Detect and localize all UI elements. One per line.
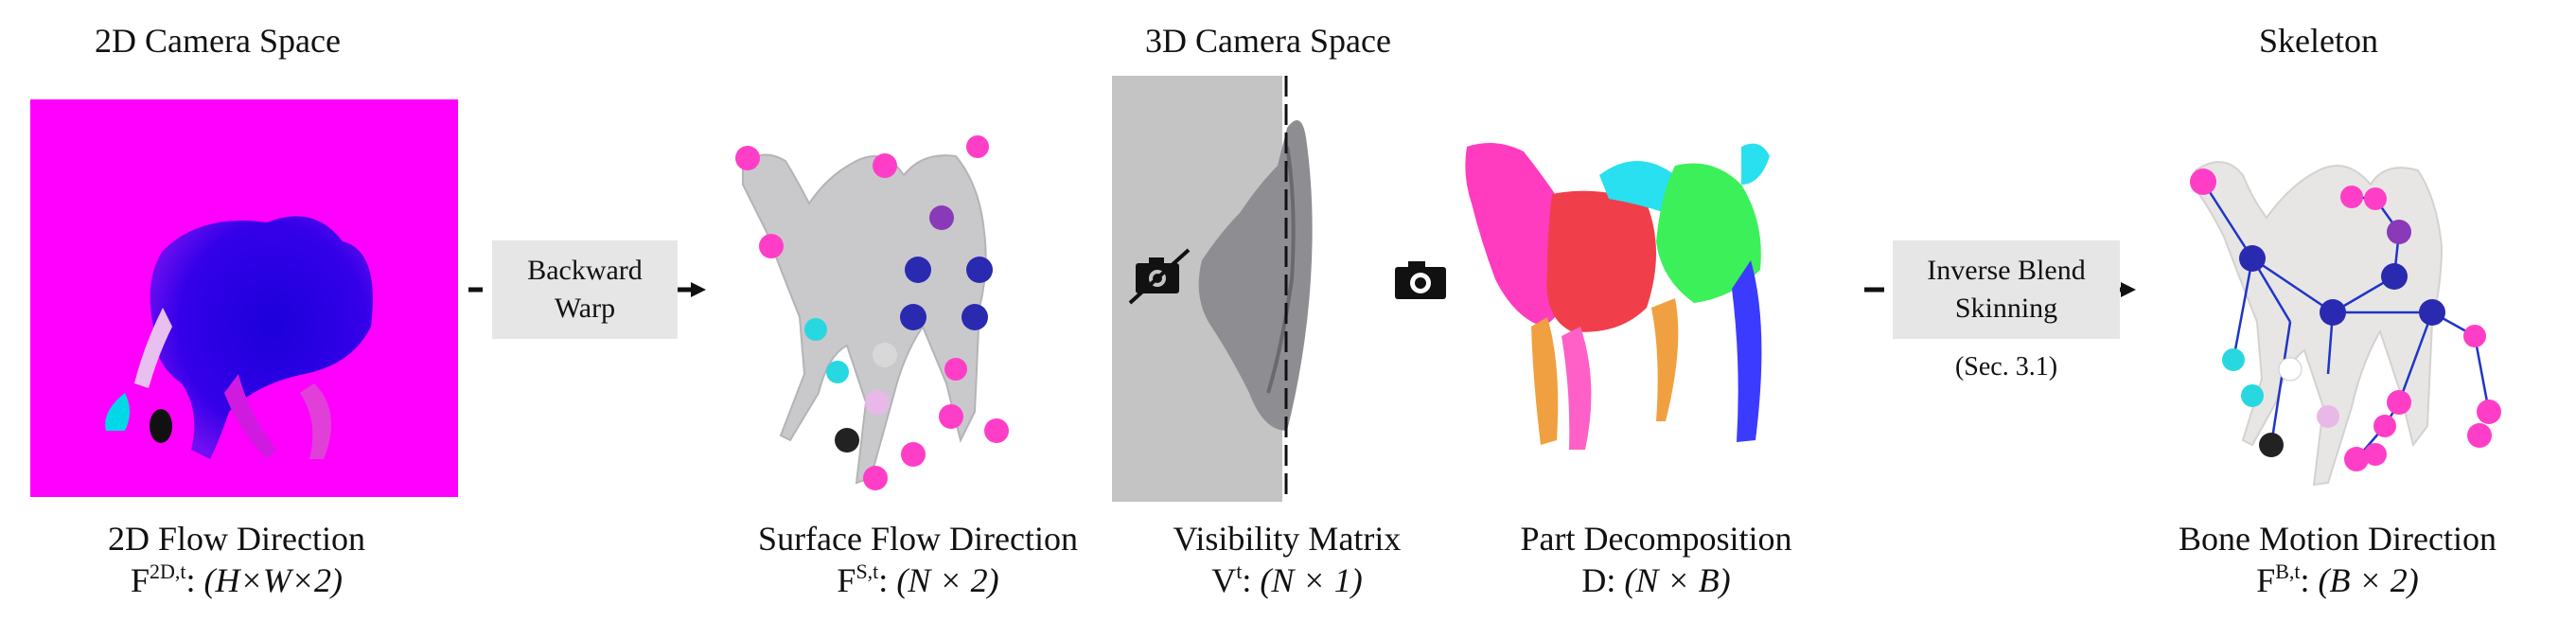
caption-flow2d-formula: F2D,t: (H×W×2) bbox=[130, 559, 344, 600]
caption-part-title: Part Decomposition bbox=[1520, 520, 1792, 558]
lbs-section-note: (Sec. 3.1) bbox=[1954, 352, 2058, 382]
visibility-sym: V bbox=[1211, 561, 1237, 599]
bone-sup: B,t bbox=[2275, 559, 2301, 583]
caption-bone-formula: FB,t: (B × 2) bbox=[2256, 559, 2419, 600]
visibility-dims: (N × 1) bbox=[1260, 561, 1363, 599]
part-decomposition-camel bbox=[1465, 143, 1770, 450]
backward-warp-box: Backward Warp bbox=[492, 240, 678, 339]
lbs-label-1: Inverse Blend bbox=[1927, 255, 2086, 286]
flow2d-dims: (H×W×2) bbox=[203, 561, 344, 599]
part-dims: (N × B) bbox=[1624, 561, 1731, 599]
surface-sym: F bbox=[837, 561, 856, 599]
caption-surface-formula: FS,t: (N × 2) bbox=[837, 559, 999, 600]
header-2d-camera-space: 2D Camera Space bbox=[95, 22, 341, 60]
camera-hidden-icon bbox=[1128, 248, 1191, 305]
flow-direction-image bbox=[30, 99, 458, 497]
backward-warp-label-2: Warp bbox=[554, 293, 616, 324]
visibility-camel-side bbox=[1198, 120, 1313, 431]
surface-dims: (N × 2) bbox=[896, 561, 999, 599]
bone-sym: F bbox=[2256, 561, 2276, 599]
inverse-blend-skinning-box: Inverse Blend Skinning bbox=[1893, 240, 2120, 339]
caption-visibility-formula: Vt: (N × 1) bbox=[1211, 559, 1363, 600]
surface-flow-camel bbox=[735, 135, 1009, 490]
visibility-sup: t bbox=[1236, 559, 1243, 583]
caption-surface-title: Surface Flow Direction bbox=[758, 520, 1078, 558]
surface-sup: S,t bbox=[856, 559, 879, 583]
caption-visibility-title: Visibility Matrix bbox=[1173, 520, 1402, 558]
skeleton-camel bbox=[2190, 161, 2501, 487]
camera-icon bbox=[1395, 261, 1446, 299]
visibility-divider bbox=[1284, 76, 1288, 502]
flow2d-sym: F bbox=[130, 561, 150, 599]
caption-part-formula: D: (N × B) bbox=[1581, 561, 1731, 599]
part-sym: D bbox=[1581, 561, 1607, 599]
caption-flow2d-title: 2D Flow Direction bbox=[108, 520, 365, 558]
backward-warp-label-1: Backward bbox=[527, 255, 643, 286]
bone-dims: (B × 2) bbox=[2318, 561, 2419, 599]
header-3d-camera-space: 3D Camera Space bbox=[1145, 22, 1391, 60]
lbs-label-2: Skinning bbox=[1954, 293, 2058, 324]
header-skeleton: Skeleton bbox=[2259, 22, 2378, 60]
caption-bone-title: Bone Motion Direction bbox=[2179, 520, 2497, 558]
flow2d-sup: 2D,t bbox=[149, 559, 186, 583]
